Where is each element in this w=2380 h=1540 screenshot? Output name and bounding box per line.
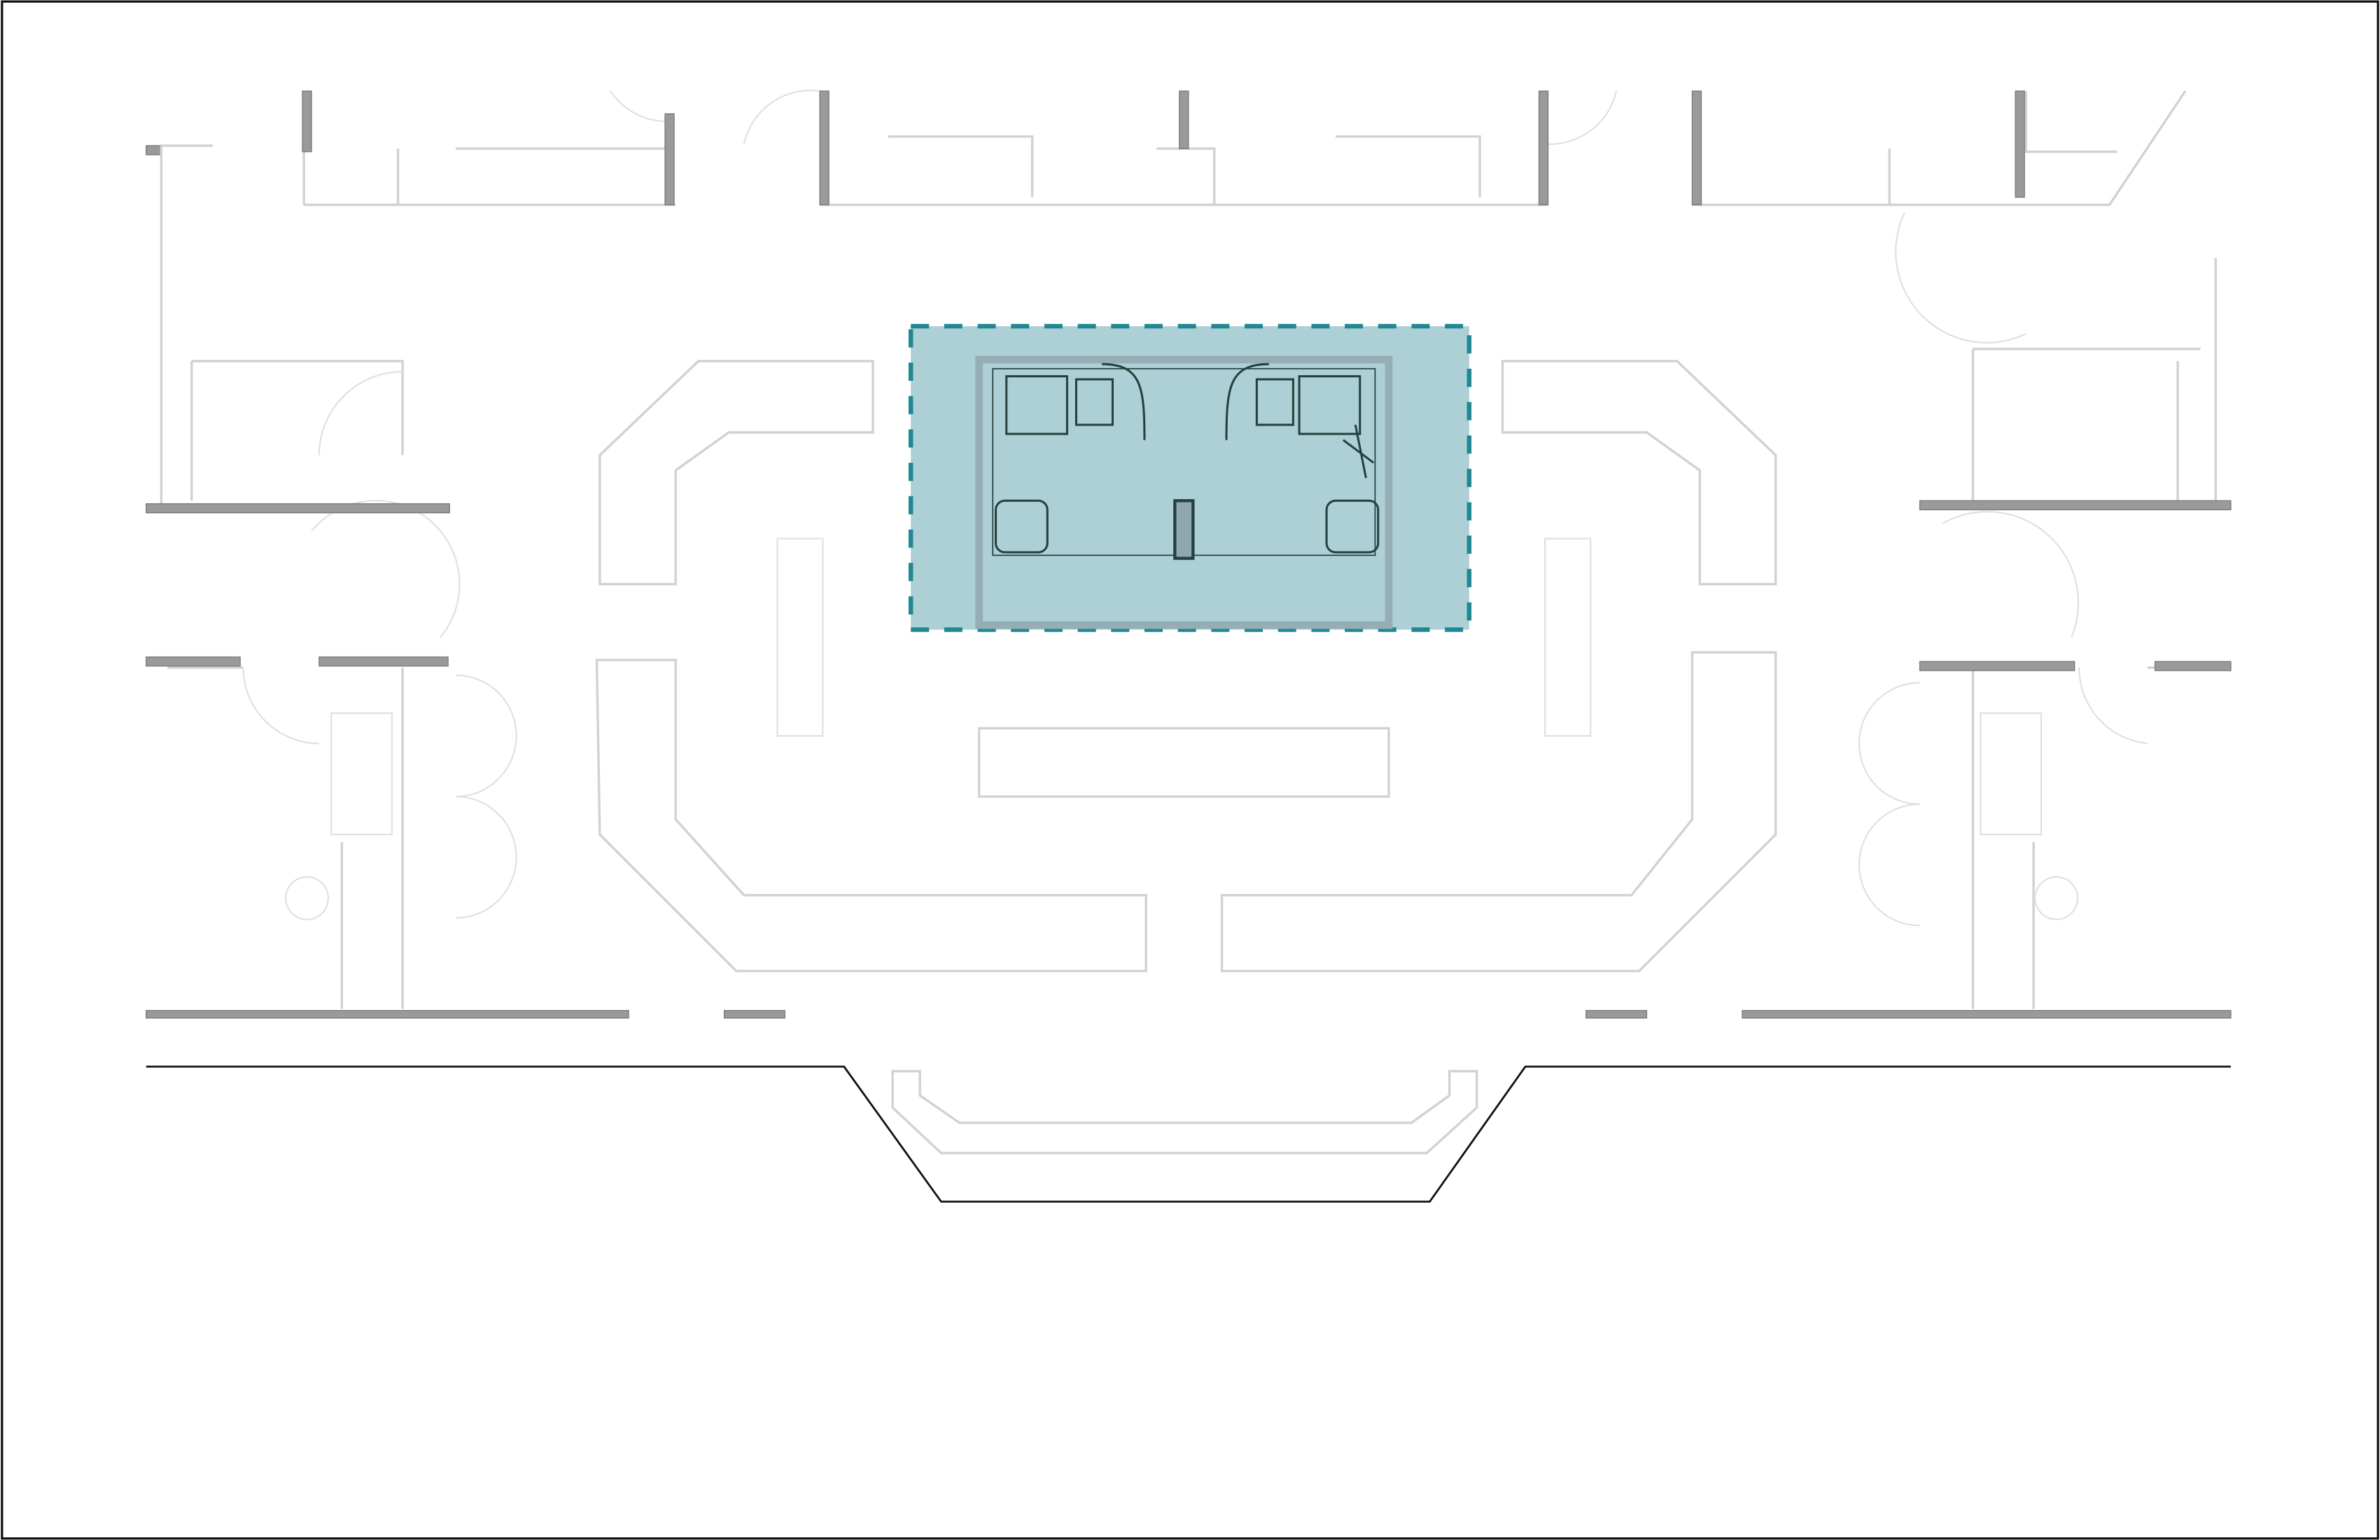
nightstand-left (1074, 378, 1114, 426)
door[interactable] (1173, 499, 1195, 560)
room-wall (975, 356, 1393, 629)
left-rooms (146, 144, 785, 1019)
corridor-line (146, 1065, 2231, 1203)
top-rooms (146, 90, 2187, 206)
reception-counter (891, 1070, 1478, 1155)
iv-stand (1343, 424, 1375, 479)
right-rooms (1586, 211, 2232, 1019)
highlight-area[interactable] (908, 323, 1472, 632)
curtain-left (1102, 363, 1146, 440)
nightstand-right (1255, 378, 1294, 426)
nurse-station (595, 360, 1777, 972)
bed-right (1298, 375, 1362, 435)
recliner-right (1325, 499, 1380, 554)
highlighted-room[interactable] (908, 323, 1472, 632)
bed-left (1005, 375, 1068, 435)
curtain-right (1225, 363, 1269, 440)
recliner-left (995, 499, 1049, 554)
